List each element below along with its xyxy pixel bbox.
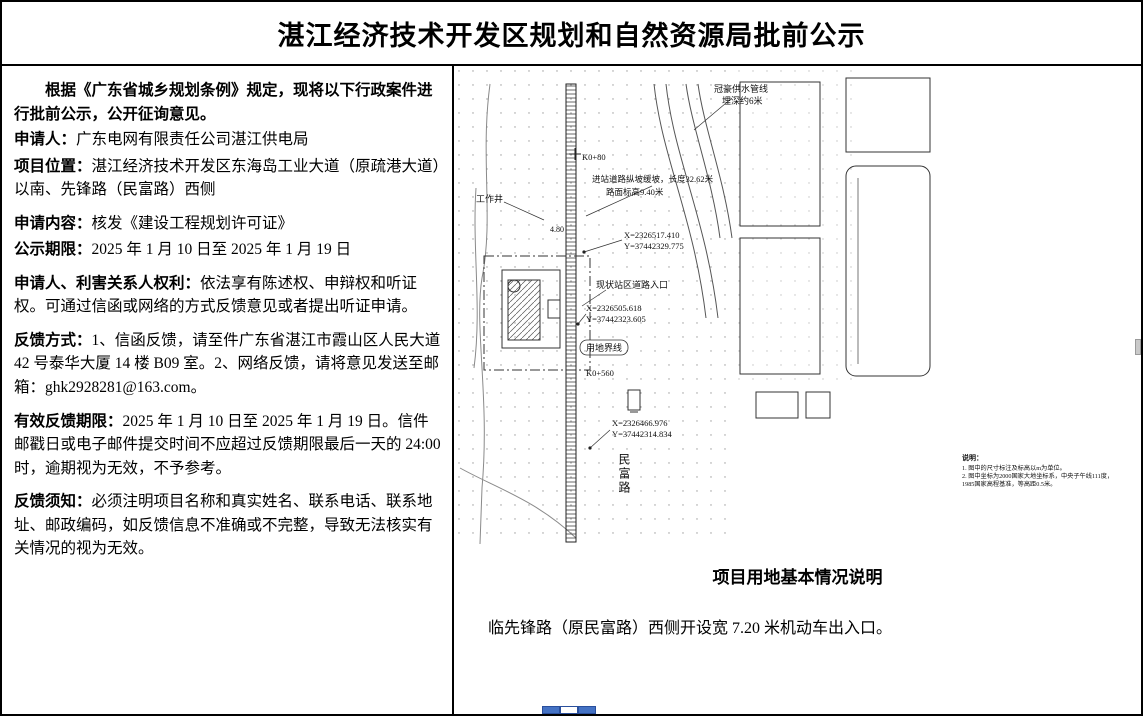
site-plan-panel: 冠豪供水管线 埋深约6米 K0+80 进站道路纵坡缓坡，长度32.62米 路面标… <box>454 66 1141 714</box>
road-name-label: 民富路 <box>617 453 631 495</box>
field-feedback-notice: 反馈须知：必须注明项目名称和真实姓名、联系电话、联系地址、邮政编码，如反馈信息不… <box>14 490 442 561</box>
chainage-k080-label: K0+80 <box>582 152 606 162</box>
notice-text-panel: 根据《广东省城乡规划条例》规定，现将以下行政案件进行批前公示，公开征询意见。 申… <box>2 66 454 714</box>
field-value: 依法享有陈述权、申辩权和听证权。可通过信函或网络的方式反馈意见或者提出听证申请。 <box>14 274 418 316</box>
terrain-dots <box>728 70 858 390</box>
field-label: 申请人、利害关系人权利： <box>14 274 201 292</box>
field-value: 2025 年 1 月 10 日至 2025 年 1 月 19 日。信件邮戳日或电… <box>14 412 441 477</box>
field-label: 有效反馈期限： <box>14 412 123 430</box>
elevation-label: 路面标高9.40米 <box>606 187 664 197</box>
field-label: 反馈方式： <box>14 331 92 349</box>
water-line-label: 冠豪供水管线 <box>714 83 768 94</box>
right-edge-marker <box>1135 339 1141 355</box>
field-value: 1、信函反馈，请至件广东省湛江市霞山区人民大道 42 号泰华大厦 14 楼 B0… <box>14 331 441 397</box>
coordinate-label-y3: Y=37442314.834 <box>612 429 673 439</box>
site-building <box>501 269 561 349</box>
note-line: 1985国家高程基准，等高距0.5米。 <box>962 480 1056 488</box>
field-value: 广东电网有限责任公司湛江供电局 <box>76 131 309 149</box>
boundary-label: 用地界线 <box>586 342 622 353</box>
note-line: 1. 图中的尺寸标注及标高以m为单位。 <box>962 464 1066 472</box>
boundary-label-bubble <box>579 339 629 356</box>
field-location: 项目位置：湛江经济技术开发区东海岛工业大道（原疏港大道）以南、先锋路（民富路）西… <box>14 155 442 202</box>
chainage-marker <box>569 148 581 160</box>
color-cell <box>578 706 596 714</box>
adjacent-parcels <box>739 77 931 419</box>
intro-paragraph: 根据《广东省城乡规划条例》规定，现将以下行政案件进行批前公示，公开征询意见。 <box>14 82 433 123</box>
plan-caption: 项目用地基本情况说明 <box>712 568 883 587</box>
vehicle-symbol <box>627 389 641 413</box>
site-plan-drawing: 冠豪供水管线 埋深约6米 K0+80 进站道路纵坡缓坡，长度32.62米 路面标… <box>456 68 1141 551</box>
field-label: 申请内容： <box>14 214 92 232</box>
color-cell <box>560 706 578 714</box>
field-label: 公示期限： <box>14 241 92 259</box>
coordinate-label-x1: X=2326517.410 <box>624 230 680 240</box>
notes-title: 说明： <box>962 453 983 462</box>
bottom-color-strip <box>542 706 596 714</box>
coordinate-label-x2: X=2326505.618 <box>586 303 642 313</box>
slope-label: 进站道路纵坡缓坡，长度32.62米 <box>592 174 714 184</box>
field-feedback-method: 反馈方式：1、信函反馈，请至件广东省湛江市霞山区人民大道 42 号泰华大厦 14… <box>14 329 442 400</box>
drawing-notes: 说明： 1. 图中的尺寸标注及标高以m为单位。 2. 图中坐标为2000国家大地… <box>962 453 1113 488</box>
notice-title: 湛江经济技术开发区规划和自然资源局批前公示 <box>277 20 866 51</box>
land-boundary <box>483 255 591 371</box>
field-publicity-period: 公示期限：2025 年 1 月 10 日至 2025 年 1 月 19 日 <box>14 238 442 262</box>
curved-roads <box>653 83 733 319</box>
field-value: 2025 年 1 月 10 日至 2025 年 1 月 19 日 <box>91 241 352 259</box>
field-rights: 申请人、利害关系人权利：依法享有陈述权、申辩权和听证权。可通过信函或网络的方式反… <box>14 272 442 319</box>
field-value: 核发《建设工程规划许可证》 <box>91 214 294 232</box>
note-line: 2. 图中坐标为2000国家大地坐标系，中央子午线111度， <box>962 472 1113 480</box>
coordinate-label-y1: Y=37442329.775 <box>624 241 684 251</box>
field-label: 申请人： <box>14 131 77 149</box>
road-strip <box>565 83 577 543</box>
field-label: 反馈须知： <box>14 493 92 511</box>
field-feedback-deadline: 有效反馈期限：2025 年 1 月 10 日至 2025 年 1 月 19 日。… <box>14 410 442 481</box>
field-value: 必须注明项目名称和真实姓名、联系电话、联系地址、邮政编码，如反馈信息不准确或不完… <box>14 493 433 558</box>
color-cell <box>542 706 560 714</box>
chainage-k0560-label: K0+560 <box>586 368 614 378</box>
dimension-label: 4.80 <box>550 225 564 234</box>
survey-points <box>576 250 592 450</box>
coordinate-label-y2: Y=37442323.605 <box>586 314 646 324</box>
coordinate-label-x3: X=2326466.976 <box>612 418 668 428</box>
field-value: 湛江经济技术开发区东海岛工业大道（原疏港大道）以南、先锋路（民富路）西侧 <box>14 157 441 199</box>
contour-lines <box>459 83 577 545</box>
site-plan-svg: 冠豪供水管线 埋深约6米 K0+80 进站道路纵坡缓坡，长度32.62米 路面标… <box>458 70 1113 545</box>
work-well-label: 工作井 <box>476 193 503 204</box>
entrance-label: 现状站区道路入口 <box>596 279 668 290</box>
water-depth-label: 埋深约6米 <box>722 95 763 106</box>
plan-description: 临先锋路（原民富路）西侧开设宽 7.20 米机动车出入口。 <box>488 620 893 637</box>
field-label: 项目位置： <box>14 157 92 175</box>
field-application-content: 申请内容：核发《建设工程规划许可证》 <box>14 212 442 236</box>
title-bar: 湛江经济技术开发区规划和自然资源局批前公示 <box>2 2 1141 66</box>
content-area: 根据《广东省城乡规划条例》规定，现将以下行政案件进行批前公示，公开征询意见。 申… <box>2 66 1141 714</box>
terrain-dots <box>458 70 728 544</box>
leader-lines <box>503 97 733 449</box>
field-applicant: 申请人：广东电网有限责任公司湛江供电局 <box>14 128 442 152</box>
